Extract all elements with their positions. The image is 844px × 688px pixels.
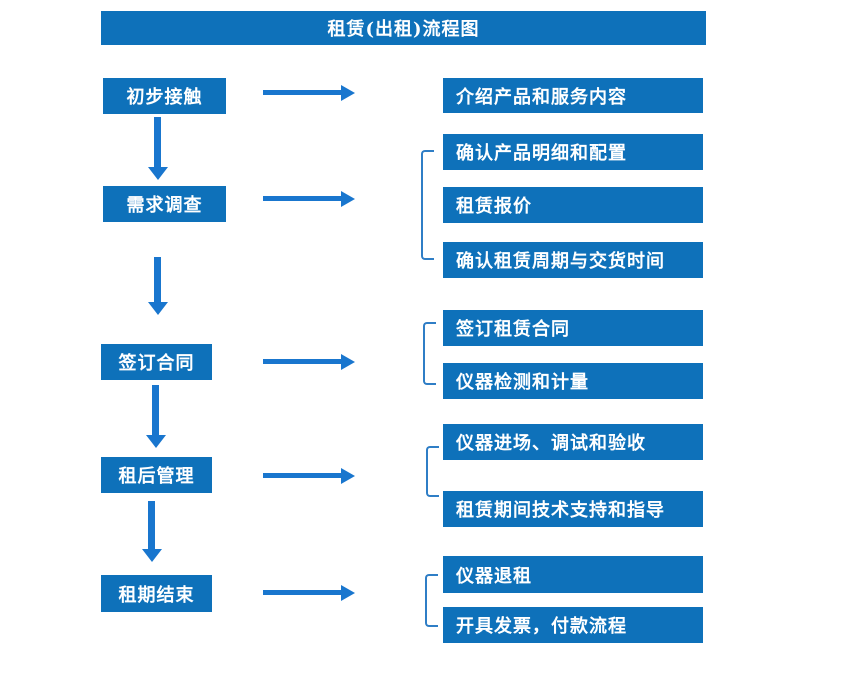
detail-box-instrument-testing: 仪器检测和计量: [443, 363, 703, 399]
right-arrow-icon: [263, 585, 355, 601]
bracket-connector: [425, 574, 438, 627]
detail-box-instrument-entry: 仪器进场、调试和验收: [443, 424, 703, 460]
bracket-connector: [421, 150, 434, 260]
detail-box-technical-support: 租赁期间技术支持和指导: [443, 491, 703, 527]
flowchart-title: 租赁(出租)流程图: [101, 11, 706, 45]
right-arrow-icon: [263, 85, 355, 101]
right-arrow-icon: [263, 354, 355, 370]
right-arrow-icon: [263, 191, 355, 207]
detail-box-rental-quote: 租赁报价: [443, 187, 703, 223]
stage-box-initial-contact: 初步接触: [103, 78, 226, 114]
stage-box-demand-survey: 需求调查: [103, 186, 226, 222]
detail-box-confirm-rental-period: 确认租赁周期与交货时间: [443, 242, 703, 278]
down-arrow-icon: [142, 501, 162, 562]
detail-box-confirm-product-details: 确认产品明细和配置: [443, 134, 703, 170]
detail-box-sign-rental-contract: 签订租赁合同: [443, 310, 703, 346]
detail-box-instrument-return: 仪器退租: [443, 556, 703, 593]
stage-box-sign-contract: 签订合同: [101, 344, 212, 380]
stage-box-post-rental-management: 租后管理: [101, 457, 212, 493]
stage-box-rental-end: 租期结束: [101, 575, 212, 612]
bracket-connector: [423, 322, 436, 385]
detail-box-invoice-payment: 开具发票，付款流程: [443, 607, 703, 643]
right-arrow-icon: [263, 468, 355, 484]
down-arrow-icon: [146, 385, 166, 448]
bracket-connector: [426, 446, 439, 497]
down-arrow-icon: [148, 257, 168, 315]
detail-box-introduce-products: 介绍产品和服务内容: [443, 78, 703, 113]
down-arrow-icon: [148, 117, 168, 180]
